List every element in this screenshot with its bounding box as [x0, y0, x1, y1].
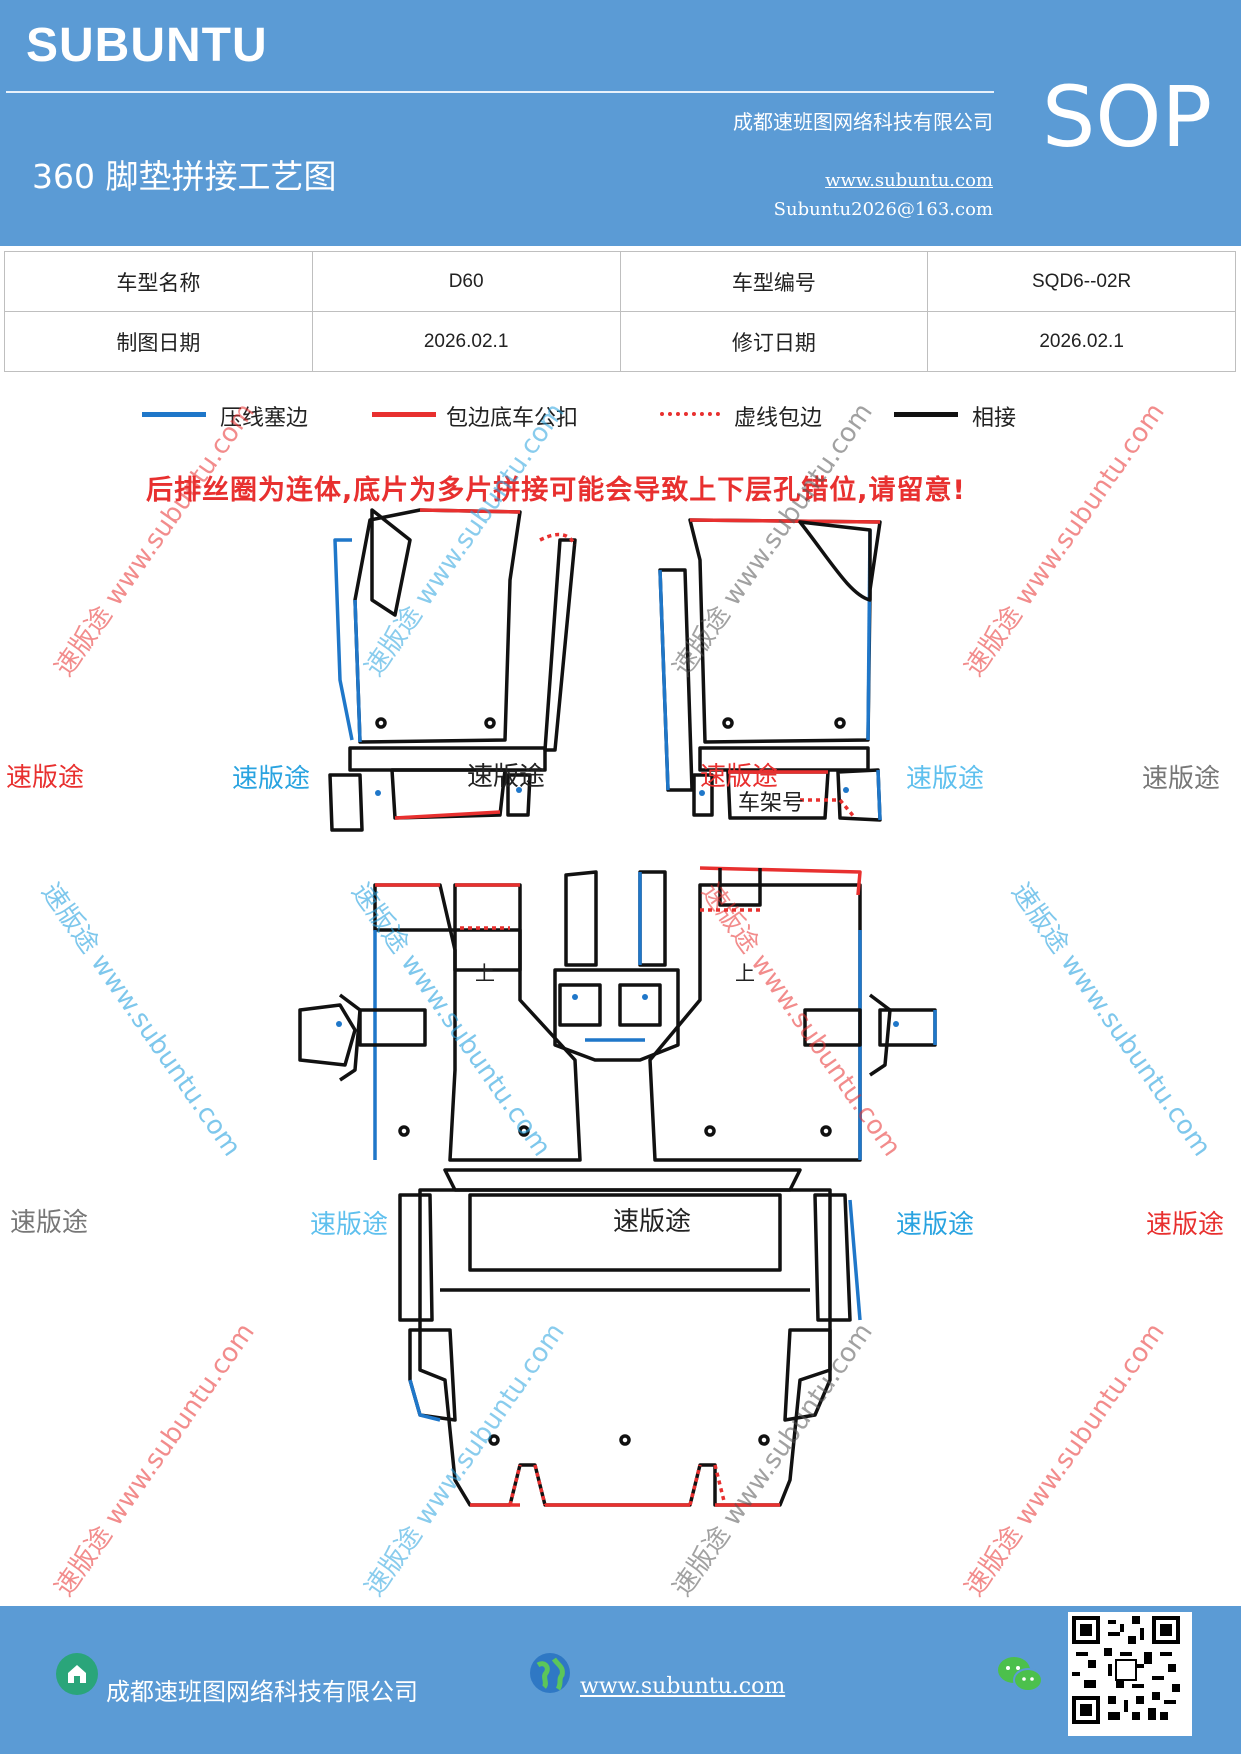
footer-banner: 成都速班图网络科技有限公司 www.subuntu.com	[0, 1606, 1241, 1754]
globe-icon	[528, 1651, 572, 1695]
legend-item-dotted-wrap: 虚线包边	[660, 396, 860, 436]
email-address[interactable]: Subuntu2026@163.com	[773, 199, 993, 220]
legend-item-wrap-edge: 包边底车公扣	[372, 396, 612, 436]
qr-code[interactable]	[1068, 1612, 1192, 1736]
model-code-label: 车型编号	[619, 251, 929, 312]
watermark: 速版途	[906, 764, 985, 794]
legend-label: 压线塞边	[220, 406, 309, 431]
mid-left-mark: 上	[475, 961, 495, 985]
revision-date-label: 修订日期	[619, 311, 929, 372]
legend-item-join: 相接	[894, 396, 1034, 436]
draw-date-label: 制图日期	[4, 311, 313, 372]
floor-mat-diagram: 速版途 速版途 车架号 速版途 上 上	[298, 508, 937, 1507]
watermark: 速版途	[10, 1208, 89, 1238]
front-left-label: 速版途	[467, 762, 545, 792]
mid-right-mark: 上	[735, 961, 755, 985]
front-right-label: 速版途	[700, 762, 778, 792]
legend-swatch	[660, 412, 720, 416]
legend-label: 虚线包边	[734, 406, 823, 431]
watermark: 速版途	[6, 763, 85, 793]
home-icon	[56, 1653, 98, 1695]
watermark: 速版途	[1142, 764, 1221, 794]
watermark: 速版途	[1146, 1210, 1225, 1240]
legend-label: 相接	[972, 406, 1017, 431]
company-name: 成都速班图网络科技有限公司	[733, 110, 993, 134]
rear-center-label: 速版途	[613, 1207, 691, 1237]
sop-badge: SOP	[1042, 68, 1213, 166]
footer-website-link[interactable]: www.subuntu.com	[580, 1674, 786, 1699]
model-code-value: SQD6--02R	[927, 251, 1236, 312]
watermark: 速版途	[232, 764, 311, 794]
revision-date-value: 2026.02.1	[927, 311, 1236, 372]
header-banner: SUBUNTU 成都速班图网络科技有限公司 360 脚垫拼接工艺图 www.su…	[0, 0, 1241, 246]
header-divider	[6, 91, 994, 93]
draw-date-value: 2026.02.1	[311, 311, 621, 372]
watermark: 速版途	[896, 1210, 975, 1240]
document-title: 360 脚垫拼接工艺图	[32, 157, 337, 196]
footer-company: 成都速班图网络科技有限公司	[106, 1678, 418, 1706]
vehicle-info-table: 车型名称 D60 车型编号 SQD6--02R 制图日期 2026.02.1 修…	[4, 251, 1236, 372]
table-row: 车型名称 D60 车型编号 SQD6--02R	[4, 251, 1236, 312]
legend-label: 包边底车公扣	[446, 406, 579, 431]
wechat-icon[interactable]	[996, 1654, 1044, 1696]
website-link[interactable]: www.subuntu.com	[825, 170, 993, 191]
legend-swatch	[142, 412, 206, 417]
legend-swatch	[894, 412, 958, 417]
frame-number-label: 车架号	[738, 791, 804, 816]
model-name-value: D60	[311, 251, 621, 312]
warning-note: 后排丝圈为连体,底片为多片拼接可能会导致上下层孔错位,请留意!	[146, 475, 966, 506]
model-name-label: 车型名称	[4, 251, 313, 312]
legend-item-press-line: 压线塞边	[142, 396, 342, 436]
watermark: 速版途	[310, 1210, 389, 1240]
brand-logo: SUBUNTU	[26, 19, 268, 72]
table-row: 制图日期 2026.02.1 修订日期 2026.02.1	[4, 311, 1236, 372]
legend-swatch	[372, 412, 436, 417]
